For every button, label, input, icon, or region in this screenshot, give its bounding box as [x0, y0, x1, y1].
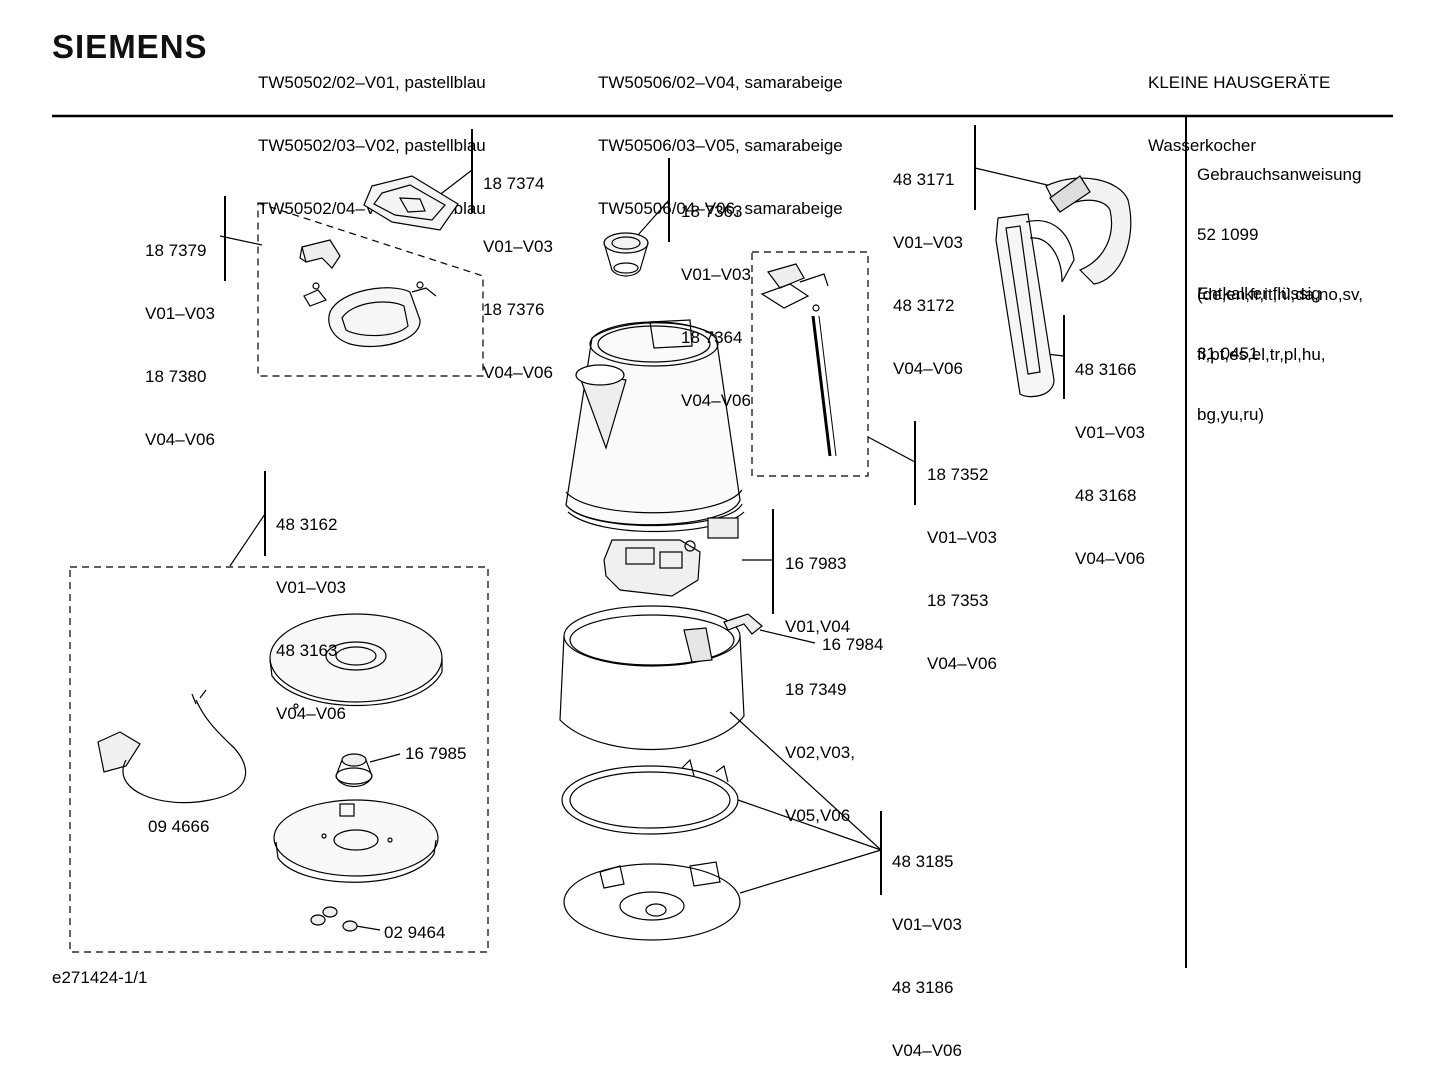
manual-info: Gebrauchsanweisung 52 1099 (de,en,fr,it,… — [1197, 125, 1363, 445]
part-label-base-housing: 48 3185 V01–V03 48 3186 V04–V06 — [892, 809, 962, 1082]
lower-ring-part — [561, 758, 739, 835]
part-number: 18 7376 — [483, 300, 545, 319]
part-number: 18 7349 — [785, 680, 847, 699]
product-category: KLEINE HAUSGERÄTE — [1148, 73, 1331, 92]
model-line: TW50502/03–V02, pastellblau — [258, 136, 486, 155]
product-name: Wasserkocher — [1148, 136, 1257, 155]
indicator-assembly-box — [751, 251, 869, 477]
part-number: 48 3185 — [892, 852, 954, 871]
brand-logo: SIEMENS — [52, 28, 208, 65]
part-variant: V04–V06 — [892, 1041, 962, 1060]
handle-part — [995, 175, 1132, 398]
drawing-id: e271424-1/1 — [52, 968, 148, 987]
part-variant: V04–V06 — [483, 363, 553, 382]
part-number: 16 7983 — [785, 554, 847, 573]
part-number: 48 3186 — [892, 978, 954, 997]
part-label-handle-cover: 48 3171 V01–V03 48 3172 V04–V06 — [893, 127, 963, 400]
lid-button-part — [299, 239, 341, 269]
part-label-lid: 18 7379 V01–V03 18 7380 V04–V06 — [145, 198, 215, 471]
kettle-body-part — [565, 319, 745, 533]
manual-line: fi,pt,es,el,tr,pl,hu, — [1197, 345, 1326, 364]
manual-title: Gebrauchsanweisung — [1197, 165, 1362, 184]
model-line: TW50506/03–V05, samarabeige — [598, 136, 843, 155]
part-variant: V01–V03 — [892, 915, 962, 934]
part-variant: V01–V03 — [927, 528, 997, 547]
part-variant: V01–V03 — [681, 265, 751, 284]
exploded-view-drawing — [52, 114, 1393, 968]
strainer-part — [603, 232, 649, 277]
part-number: 48 3162 — [276, 515, 338, 534]
model-line: TW50506/02–V04, samarabeige — [598, 73, 843, 92]
part-variant: V04–V06 — [1075, 549, 1145, 568]
part-number: 18 7379 — [145, 241, 207, 260]
part-number: 18 7363 — [681, 202, 743, 221]
feet-part — [310, 906, 358, 932]
product-info: KLEINE HAUSGERÄTE Wasserkocher — [1148, 30, 1330, 177]
part-number: 18 7374 — [483, 174, 545, 193]
part-variant: V04–V06 — [276, 704, 346, 723]
manual-line: 52 1099 — [1197, 225, 1259, 244]
part-variant: V01–V03 — [1075, 423, 1145, 442]
part-number: 48 3163 — [276, 641, 338, 660]
base-plate-part — [563, 861, 741, 941]
manual-line: bg,yu,ru) — [1197, 405, 1265, 424]
connector-clip-part — [723, 613, 763, 635]
descaler-number: 31 0451 — [1197, 344, 1259, 363]
lid-clip-part — [411, 281, 437, 297]
power-base-cover-part — [269, 613, 443, 709]
part-number: 18 7352 — [927, 465, 989, 484]
part-variant: V01–V03 — [276, 578, 346, 597]
switch-button-part — [760, 263, 829, 309]
part-variant: V01–V03 — [893, 233, 963, 252]
part-variant: V04–V06 — [681, 391, 751, 410]
part-label-center-connector: 16 7985 — [405, 744, 467, 763]
power-base-bottom-part — [273, 799, 439, 883]
manual-line: (de,en,fr,it,nl,da,no,sv, — [1197, 285, 1363, 304]
center-connector-part — [335, 753, 373, 788]
part-variant: V05,V06 — [785, 806, 851, 825]
part-number: 48 3168 — [1075, 486, 1137, 505]
water-level-tube-part — [811, 304, 837, 457]
part-variant: V01–V03 — [145, 304, 215, 323]
part-variant: V02,V03, — [785, 743, 855, 762]
part-number: 18 7364 — [681, 328, 743, 347]
descaler-title: Entkalker flüssig — [1197, 284, 1321, 303]
thermostat-part — [603, 517, 739, 597]
part-number: 48 3166 — [1075, 360, 1137, 379]
part-label-power-base: 48 3162 V01–V03 48 3163 V04–V06 — [276, 472, 346, 745]
models-column-2: TW50506/02–V04, samarabeige TW50506/03–V… — [598, 30, 843, 240]
part-variant: V04–V06 — [893, 359, 963, 378]
model-line: TW50502/02–V01, pastellblau — [258, 73, 486, 92]
part-label-water-indicator: 18 7352 V01–V03 18 7353 V04–V06 — [927, 422, 997, 695]
part-label-filter-frame: 18 7374 V01–V03 18 7376 V04–V06 — [483, 131, 553, 404]
part-label-feet: 02 9464 — [384, 923, 446, 942]
part-number: 18 7380 — [145, 367, 207, 386]
lid-spring-part — [303, 282, 327, 307]
lid-assembly-box — [257, 202, 484, 377]
base-assembly-box — [69, 566, 489, 953]
part-variant: V01–V03 — [483, 237, 553, 256]
part-variant: V04–V06 — [145, 430, 215, 449]
lid-part — [328, 287, 421, 348]
part-label-strainer: 18 7363 V01–V03 18 7364 V04–V06 — [681, 159, 751, 432]
descaler-info: Entkalker flüssig 31 0451 — [1197, 244, 1321, 384]
power-cord-part — [97, 689, 247, 804]
part-number: 48 3171 — [893, 170, 955, 189]
part-label-thermostat: 16 7983 V01,V04 18 7349 V02,V03, V05,V06 — [785, 511, 855, 847]
part-label-handle: 48 3166 V01–V03 48 3168 V04–V06 — [1075, 317, 1145, 590]
part-number: 48 3172 — [893, 296, 955, 315]
part-number: 18 7353 — [927, 591, 989, 610]
base-housing-part — [559, 605, 745, 751]
part-label-power-cord: 09 4666 — [148, 817, 210, 836]
filter-frame-part — [363, 175, 459, 231]
part-label-connector-clip: 16 7984 — [822, 635, 884, 654]
part-variant: V04–V06 — [927, 654, 997, 673]
part-variant: V01,V04 — [785, 617, 851, 636]
